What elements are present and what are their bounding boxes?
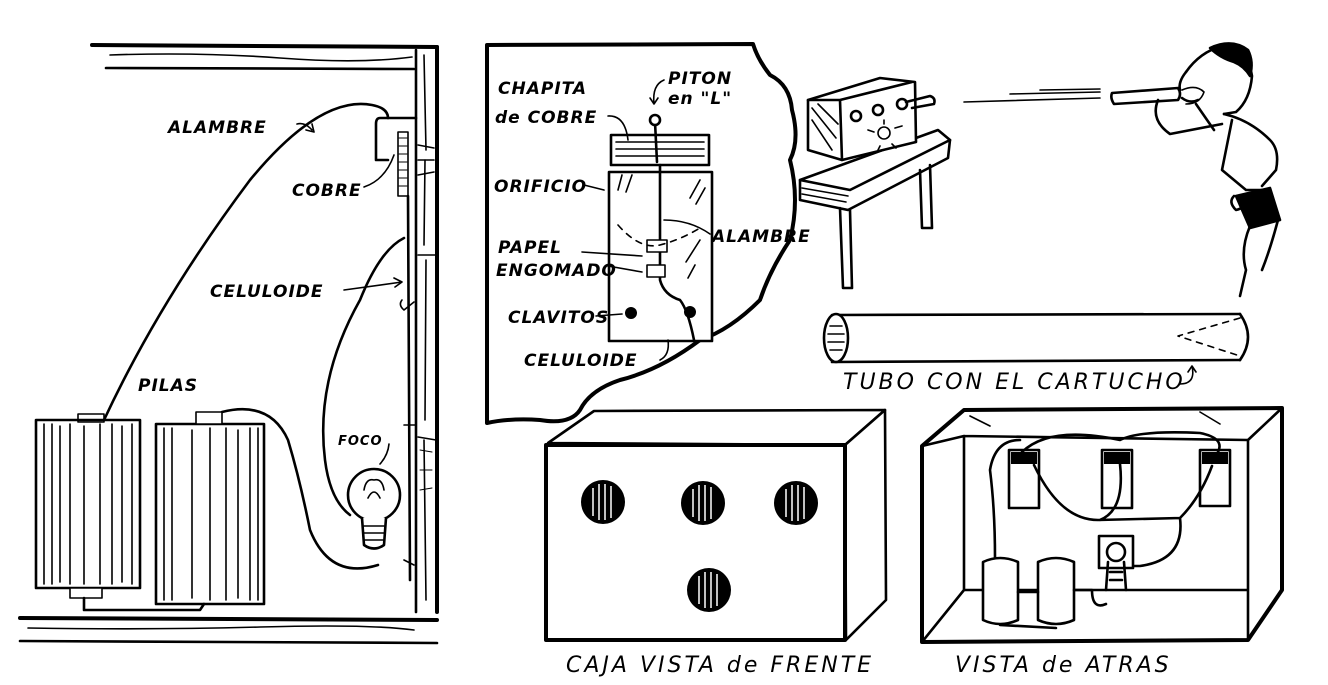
celluloid-body xyxy=(607,163,714,343)
arrow-cobre xyxy=(363,154,395,188)
front-hole-2 xyxy=(681,481,725,525)
label-papel-line1: PAPEL xyxy=(498,238,562,258)
label-chapita-line1: CHAPITA xyxy=(498,79,587,99)
copper-plate xyxy=(609,113,711,167)
battery-1 xyxy=(34,413,142,599)
front-hole-3 xyxy=(774,481,818,525)
front-view-panel: CAJA VISTA de FRENTE xyxy=(544,408,888,678)
arrow-orificio xyxy=(583,184,605,191)
caption-back-view: VISTA de ATRAS xyxy=(955,653,1172,678)
arrow-piton xyxy=(649,79,665,105)
caption-front-view: CAJA VISTA de FRENTE xyxy=(566,653,874,678)
front-face xyxy=(544,443,847,642)
right-board xyxy=(414,45,439,614)
label-celuloide-detail: CELULOIDE xyxy=(524,351,638,371)
front-hole-4 xyxy=(687,568,731,612)
label-celuloide: CELULOIDE xyxy=(210,282,324,302)
back-wiring xyxy=(988,431,1221,568)
label-piton-line2: en "L" xyxy=(668,89,732,109)
back-contact-3 xyxy=(1198,448,1232,508)
front-holes xyxy=(581,480,818,612)
shooter-figure xyxy=(1110,42,1282,298)
label-foco: FOCO xyxy=(338,434,383,449)
arrow-celuloide-detail xyxy=(659,339,670,361)
back-contact-1 xyxy=(1007,448,1041,510)
arrow-papel xyxy=(581,251,643,273)
label-clavitos: CLAVITOS xyxy=(508,308,609,328)
top-board xyxy=(90,43,439,71)
back-view-panel: VISTA de ATRAS xyxy=(920,406,1284,678)
wire-alambre xyxy=(102,102,390,422)
label-piton-line1: PITON xyxy=(668,69,732,89)
torn-panel-outline xyxy=(485,42,798,425)
battery-2 xyxy=(154,411,266,606)
label-alambre: ALAMBRE xyxy=(166,118,267,138)
label-papel-line2: ENGOMADO xyxy=(496,261,617,281)
tube-with-cartridge xyxy=(822,312,1250,364)
arrow-celuloide xyxy=(343,277,403,291)
arrow-tube xyxy=(1179,365,1197,385)
back-battery-1 xyxy=(981,556,1020,626)
label-orificio: ORIFICIO xyxy=(494,177,587,197)
wire-battery-to-bulb xyxy=(220,407,380,570)
caption-tube: TUBO CON EL CARTUCHO xyxy=(843,370,1186,395)
bottom-board xyxy=(18,616,439,645)
target-box-small xyxy=(806,76,936,162)
wire-celluloid-to-bulb xyxy=(321,236,406,517)
label-pilas: PILAS xyxy=(138,376,198,396)
contact-detail-panel: CHAPITA de COBRE PITON en "L" ORIFICIO A… xyxy=(485,42,811,425)
label-chapita-line2: de COBRE xyxy=(495,108,597,128)
bulb-foco xyxy=(346,443,402,550)
copper-contact xyxy=(374,116,418,197)
label-alambre-detail: ALAMBRE xyxy=(710,227,811,247)
celluloid-strip xyxy=(399,194,417,582)
label-cobre: COBRE xyxy=(292,181,362,201)
motion-lines xyxy=(963,88,1101,103)
back-bulb xyxy=(1097,534,1135,592)
side-section-panel: ALAMBRE COBRE CELULOIDE PILAS FOCO xyxy=(18,43,439,645)
arrow-alambre xyxy=(296,122,315,133)
battery-link-wire xyxy=(82,596,206,612)
back-battery-2 xyxy=(1036,556,1076,626)
scene-panel: TUBO CON EL CARTUCHO xyxy=(798,42,1282,395)
arrow-chapita xyxy=(607,115,629,141)
front-hole-1 xyxy=(581,480,625,524)
arrow-alambre-detail xyxy=(663,219,711,235)
arrow-clavitos xyxy=(595,313,623,317)
